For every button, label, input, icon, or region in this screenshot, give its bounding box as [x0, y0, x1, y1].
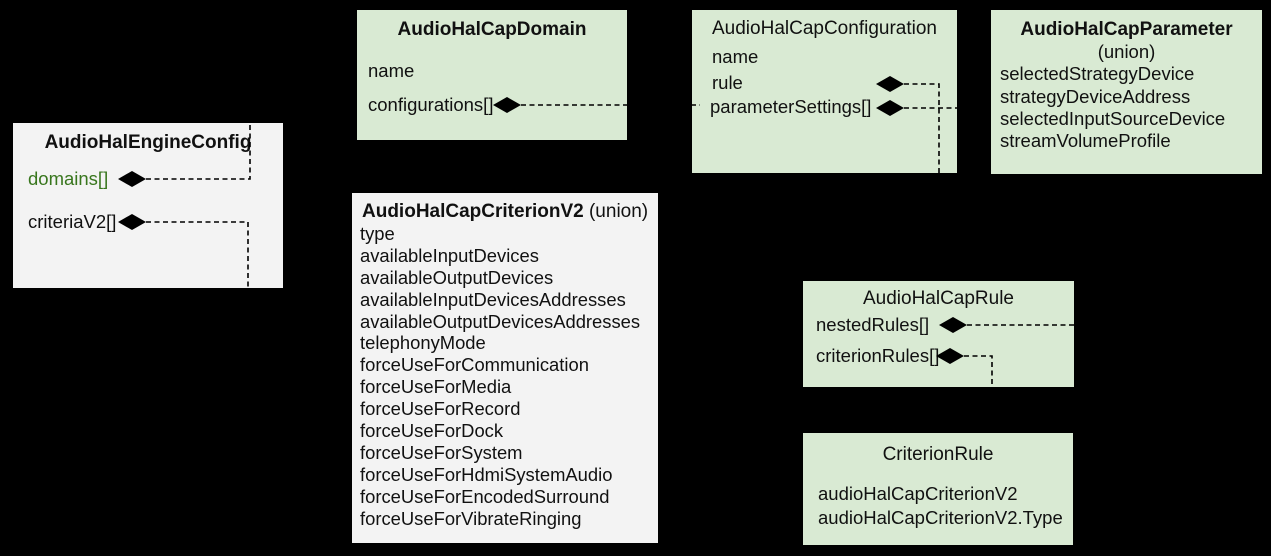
field-parameter-settings: parameterSettings[]: [710, 96, 872, 117]
class-box-audio-hal-cap-parameter: AudioHalCapParameter (union) selectedStr…: [991, 10, 1262, 174]
class-box-audio-hal-engine-config: AudioHalEngineConfig domains[] criteriaV…: [13, 123, 283, 288]
box-title: AudioHalCapCriterionV2 (union): [362, 201, 658, 223]
box-title-suffix-union: (union): [583, 201, 649, 222]
field-audio-hal-cap-criterion-v2: audioHalCapCriterionV2: [818, 483, 1018, 504]
field-force-use-for-record: forceUseForRecord: [360, 398, 521, 420]
field-force-use-for-encoded-surround: forceUseForEncodedSurround: [360, 485, 610, 507]
class-box-audio-hal-cap-criterion-v2: AudioHalCapCriterionV2 (union) type avai…: [352, 193, 658, 543]
field-force-use-for-dock: forceUseForDock: [360, 420, 504, 442]
field-audio-hal-cap-criterion-v2-type: audioHalCapCriterionV2.Type: [818, 507, 1063, 528]
field-force-use-for-vibrate-ringing: forceUseForVibrateRinging: [360, 507, 582, 529]
box-title: CriterionRule: [882, 444, 994, 465]
field-criterion-rules: criterionRules[]: [816, 345, 940, 366]
field-criteria-v2: criteriaV2[]: [28, 211, 117, 232]
field-nested-rules: nestedRules[]: [816, 314, 930, 335]
field-available-output-devices-addresses: availableOutputDevicesAddresses: [360, 310, 641, 332]
field-selected-input-source-device: selectedInputSourceDevice: [1000, 108, 1226, 129]
box-title: AudioHalCapDomain: [397, 19, 587, 40]
field-force-use-for-media: forceUseForMedia: [360, 376, 512, 398]
field-selected-strategy-device: selectedStrategyDevice: [1000, 63, 1195, 84]
class-box-criterion-rule: CriterionRule audioHalCapCriterionV2 aud…: [803, 433, 1073, 545]
box-title: AudioHalCapRule: [862, 288, 1015, 309]
field-available-input-devices-addresses: availableInputDevicesAddresses: [360, 288, 626, 310]
field-force-use-for-hdmi-system-audio: forceUseForHdmiSystemAudio: [360, 463, 613, 485]
field-available-input-devices: availableInputDevices: [360, 244, 539, 266]
class-box-audio-hal-cap-domain: AudioHalCapDomain name configurations[]: [357, 10, 627, 140]
box-title-main: AudioHalCapCriterionV2: [362, 201, 584, 222]
field-stream-volume-profile: streamVolumeProfile: [1000, 130, 1171, 151]
field-rule: rule: [712, 72, 743, 93]
field-name: name: [368, 60, 415, 81]
field-list: type availableInputDevices availableOutp…: [360, 223, 640, 529]
field-configurations: configurations[]: [368, 94, 494, 115]
field-strategy-device-address: strategyDeviceAddress: [1000, 86, 1191, 107]
field-available-output-devices: availableOutputDevices: [360, 266, 554, 288]
box-title: AudioHalCapConfiguration: [712, 18, 937, 39]
field-force-use-for-communication: forceUseForCommunication: [360, 354, 589, 376]
class-box-audio-hal-cap-configuration: AudioHalCapConfiguration name rule param…: [692, 10, 957, 173]
box-title: AudioHalEngineConfig: [44, 132, 252, 153]
class-box-audio-hal-cap-rule: AudioHalCapRule nestedRules[] criterionR…: [803, 281, 1074, 387]
field-force-use-for-system: forceUseForSystem: [360, 441, 523, 463]
box-title: AudioHalCapParameter: [1020, 19, 1233, 40]
field-type: type: [360, 223, 395, 244]
box-subtitle-union: (union): [1097, 41, 1156, 62]
field-name: name: [712, 46, 759, 67]
field-telephony-mode: telephonyMode: [360, 332, 486, 354]
field-domains: domains[]: [28, 168, 109, 189]
